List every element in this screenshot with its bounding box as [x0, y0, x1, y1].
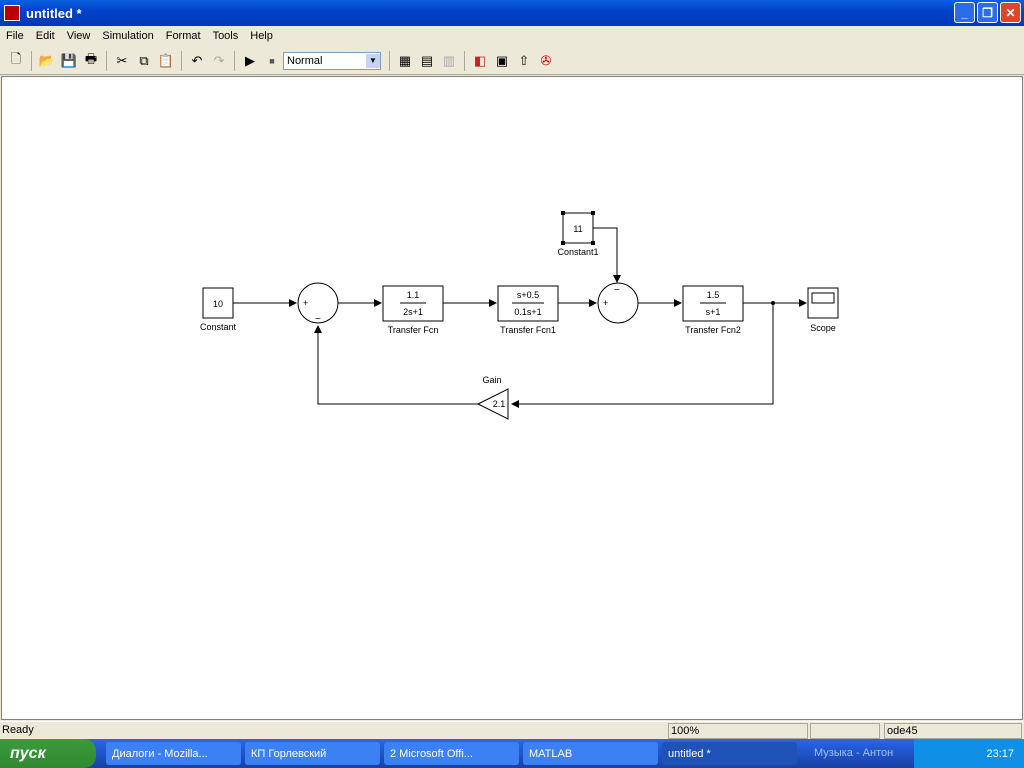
task-folder[interactable]: КП Горлевский: [245, 742, 380, 765]
menu-view[interactable]: View: [66, 30, 91, 42]
close-button[interactable]: ✕: [1000, 2, 1021, 23]
scope-label: Scope: [810, 323, 836, 333]
open-icon[interactable]: 📂: [38, 52, 56, 68]
chevron-down-icon[interactable]: ▼: [366, 53, 380, 68]
toolbar-separator: [106, 50, 107, 71]
sum-block-2[interactable]: [597, 282, 639, 324]
task-word-label: 2 Microsoft Offi...: [390, 747, 473, 760]
gain-block[interactable]: [476, 388, 509, 420]
up-icon[interactable]: ⇧: [518, 52, 530, 68]
start-button[interactable]: пуск: [0, 739, 96, 768]
zoom-level: 100%: [668, 723, 808, 739]
toolbar-separator: [31, 50, 32, 71]
toolbar-separator: [464, 50, 465, 71]
subsystem-icon[interactable]: ▣: [495, 52, 509, 68]
task-word[interactable]: 2 Microsoft Offi...: [384, 742, 519, 765]
gain-value: 2.1: [493, 399, 506, 409]
status-bar: Ready 100% ode45: [0, 721, 1024, 739]
selection-handles: [561, 211, 595, 245]
sum1-minus-sign: −: [315, 314, 321, 325]
menu-file[interactable]: File: [6, 30, 24, 42]
minimize-button[interactable]: _: [954, 2, 975, 23]
paste-icon[interactable]: 📋: [157, 52, 175, 68]
task-untitled-label: untitled *: [668, 747, 711, 760]
scope-screen-icon: [811, 292, 835, 304]
undo-icon[interactable]: ↶: [191, 52, 203, 68]
print-icon[interactable]: 🖶: [84, 50, 98, 66]
model-explorer-icon[interactable]: ◧: [473, 52, 487, 68]
constant-label: Constant: [200, 322, 237, 332]
taskbar: пуск Диалоги - Mozilla... КП Горлевский …: [0, 739, 1024, 768]
menu-edit[interactable]: Edit: [35, 30, 55, 42]
menu-format[interactable]: Format: [165, 30, 201, 42]
constant1-block[interactable]: [562, 212, 594, 244]
toolbar-separator: [181, 50, 182, 71]
debug-icon[interactable]: ▥: [442, 52, 456, 68]
transfer-fcn-numerator: 1.1: [407, 290, 420, 300]
menu-bar: File Edit View Simulation Format Tools H…: [0, 26, 1024, 46]
task-firefox[interactable]: Диалоги - Mozilla...: [106, 742, 241, 765]
build-icon[interactable]: ▤: [420, 52, 434, 68]
library-icon[interactable]: ▦: [398, 52, 412, 68]
transfer-fcn2-denominator: s+1: [706, 307, 721, 317]
constant-value: 10: [213, 299, 223, 309]
new-icon[interactable]: 🗋: [10, 50, 22, 66]
start-label: пуск: [10, 744, 46, 762]
task-folder-label: КП Горлевский: [251, 747, 327, 760]
transfer-fcn2-label: Transfer Fcn2: [685, 325, 741, 335]
tray-music-label[interactable]: Музыка - Антон: [814, 747, 894, 759]
cut-icon[interactable]: ✂: [116, 52, 128, 68]
sum2-minus-sign: −: [614, 285, 620, 296]
redo-icon[interactable]: ↷: [213, 52, 225, 68]
task-matlab-label: MATLAB: [529, 747, 573, 760]
solver-name: ode45: [884, 723, 1022, 739]
constant1-value: 11: [573, 224, 582, 234]
window-title: untitled *: [26, 5, 82, 21]
sum-block-1[interactable]: [297, 282, 339, 324]
status-empty-cell: [810, 723, 880, 739]
task-firefox-label: Диалоги - Mozilla...: [112, 747, 208, 760]
signal-lines: [233, 227, 807, 408]
task-untitled[interactable]: untitled *: [662, 742, 797, 765]
toolbar-separator: [234, 50, 235, 71]
toolbar-separator: [389, 50, 390, 71]
model-canvas[interactable]: 10 Constant + − 1.1 2s+1 Transfer Fcn s+…: [1, 76, 1023, 720]
transfer-fcn-denominator: 2s+1: [403, 307, 423, 317]
transfer-fcn-label: Transfer Fcn: [388, 325, 439, 335]
title-bar: untitled * _ ❐ ✕: [0, 0, 1024, 26]
gain-label: Gain: [482, 375, 501, 385]
sum2-plus-sign: +: [603, 298, 608, 308]
transfer-fcn1-denominator: 0.1s+1: [514, 307, 541, 317]
copy-icon[interactable]: ⧉: [139, 52, 149, 68]
transfer-fcn1-label: Transfer Fcn1: [500, 325, 556, 335]
save-icon[interactable]: 💾: [60, 52, 78, 68]
transfer-fcn2-numerator: 1.5: [707, 290, 720, 300]
system-tray: 23:17: [914, 739, 1024, 768]
maximize-button[interactable]: ❐: [977, 2, 998, 23]
stop-icon[interactable]: ■: [269, 55, 275, 66]
clock: 23:17: [986, 747, 1014, 760]
menu-simulation[interactable]: Simulation: [102, 30, 154, 42]
block-diagram: 10 Constant + − 1.1 2s+1 Transfer Fcn s+…: [200, 211, 839, 420]
toolbar: 🗋 📂 💾 🖶 ✂ ⧉ 📋 ↶ ↷ ▶ ■ Normal ▼ ▦ ▤ ▥ ◧ ▣…: [0, 47, 1024, 75]
sum1-plus-sign: +: [303, 298, 308, 308]
play-icon[interactable]: ▶: [245, 52, 255, 68]
simulink-icon: [4, 5, 20, 21]
constant1-label: Constant1: [557, 247, 598, 257]
task-matlab[interactable]: MATLAB: [523, 742, 658, 765]
menu-help[interactable]: Help: [250, 30, 273, 42]
constant-block[interactable]: [202, 287, 234, 319]
debugger-icon[interactable]: ✇: [540, 52, 552, 68]
status-text: Ready: [2, 724, 34, 736]
simulation-mode-value: Normal: [287, 54, 323, 67]
simulation-mode-select[interactable]: Normal ▼: [283, 51, 381, 70]
transfer-fcn1-numerator: s+0.5: [517, 290, 539, 300]
menu-tools[interactable]: Tools: [212, 30, 239, 42]
